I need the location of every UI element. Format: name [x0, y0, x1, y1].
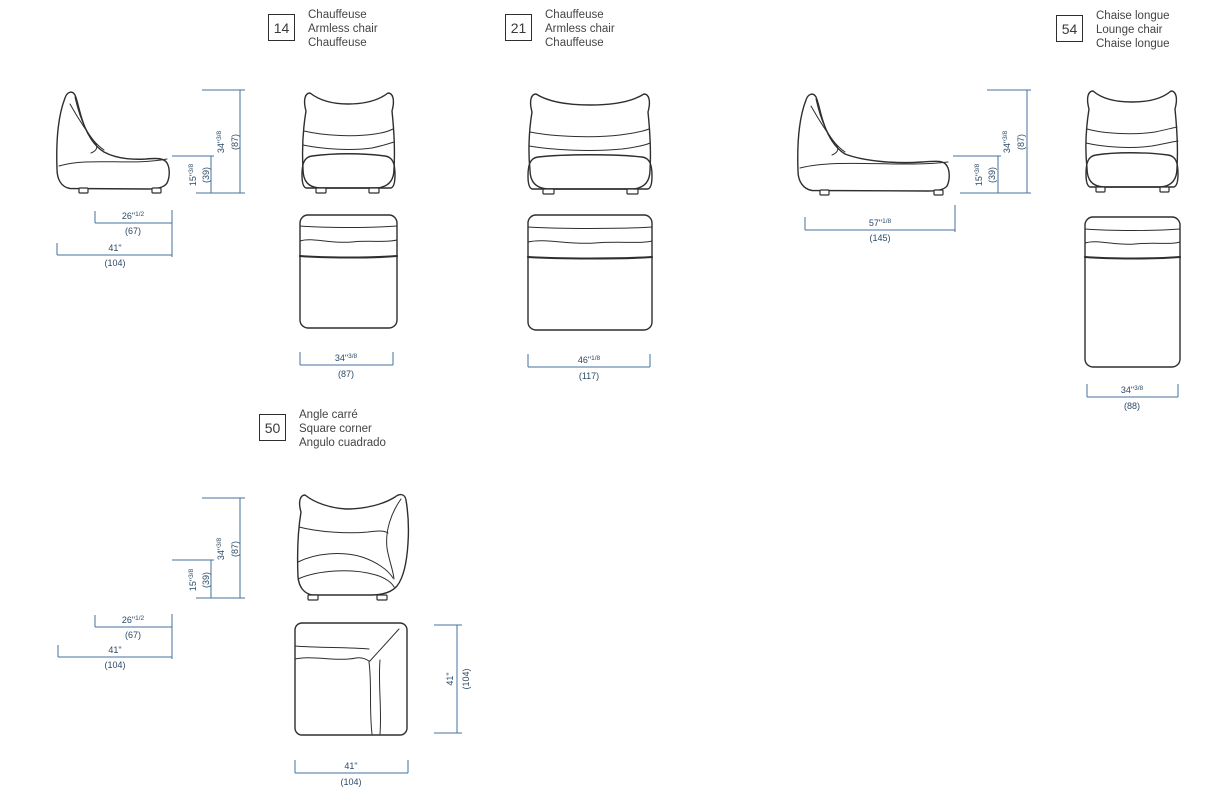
product-14-top-view — [298, 214, 399, 329]
product-21-code-box: 21 — [505, 14, 532, 41]
svg-text:46"1/8: 46"1/8 — [578, 355, 601, 365]
product-50-front-view — [296, 493, 410, 601]
svg-text:15"3/8: 15"3/8 — [974, 163, 984, 186]
product-21-front-view — [527, 93, 653, 195]
product-54-code-box: 54 — [1056, 15, 1083, 42]
dim-14-width: 34"3/8 (87) — [299, 352, 394, 379]
svg-text:(104): (104) — [104, 258, 125, 268]
dim-50-top-width: 41" (104) — [294, 760, 409, 787]
svg-text:(104): (104) — [461, 668, 471, 689]
product-50-name-en: Square corner — [299, 423, 372, 435]
product-21-names: Chauffeuse Armless chair Chauffeuse — [545, 7, 615, 50]
dim-14-seat-height: 15"3/8 (39) — [172, 155, 214, 193]
svg-text:41": 41" — [108, 645, 121, 655]
svg-text:(39): (39) — [201, 572, 211, 588]
product-21-name-fr: Chauffeuse — [545, 9, 604, 21]
product-50-dimensions: 34"3/8 (87) 15"3/8 (39) 26"1/2 (67) 41" … — [57, 497, 471, 787]
dim-14-height: 34"3/8 (87) — [196, 89, 245, 194]
svg-text:34"3/8: 34"3/8 — [216, 130, 226, 153]
product-14-side-view — [56, 91, 170, 194]
product-50-drawings: 34"3/8 (87) 15"3/8 (39) 26"1/2 (67) 41" … — [57, 493, 471, 787]
product-14-names: Chauffeuse Armless chair Chauffeuse — [308, 7, 378, 50]
svg-text:(39): (39) — [201, 167, 211, 183]
dim-50-top-depth: 41" (104) — [434, 624, 471, 734]
dim-14-depth: 41" (104) — [56, 243, 172, 268]
dim-21-width: 46"1/8 (117) — [527, 354, 651, 381]
product-54-drawings: 34"3/8 (87) 15"3/8 (39) 57"1/8 (145) 34"… — [797, 89, 1182, 411]
product-54-side-view — [797, 93, 950, 196]
svg-text:26"1/2: 26"1/2 — [122, 211, 145, 221]
svg-text:(87): (87) — [230, 134, 240, 150]
svg-text:15"3/8: 15"3/8 — [188, 568, 198, 591]
svg-text:(117): (117) — [579, 371, 599, 381]
product-21-dimensions: 46"1/8 (117) — [527, 354, 651, 381]
product-21-label: 21 Chauffeuse Armless chair Chauffeuse — [505, 7, 615, 50]
svg-text:34"3/8: 34"3/8 — [1121, 385, 1144, 395]
svg-text:41": 41" — [445, 672, 455, 685]
dim-54-height: 34"3/8 (87) — [960, 89, 1031, 194]
product-50-code-box: 50 — [259, 414, 286, 441]
product-54-top-view — [1083, 216, 1182, 368]
product-54-label: 54 Chaise longue Lounge chair Chaise lon… — [1056, 8, 1170, 51]
svg-text:(145): (145) — [869, 233, 890, 243]
product-50-names: Angle carré Square corner Angulo cuadrad… — [299, 407, 386, 450]
product-14-dimensions: 34"3/8 (87) 15"3/8 (39) 26"1/2 (67) — [56, 89, 394, 379]
svg-text:34"3/8: 34"3/8 — [216, 537, 226, 560]
svg-text:(87): (87) — [338, 369, 354, 379]
dim-54-seat-height: 15"3/8 (39) — [953, 155, 1001, 193]
product-21-name-es: Chauffeuse — [545, 37, 604, 49]
svg-text:26"1/2: 26"1/2 — [122, 615, 145, 625]
product-14-code-box: 14 — [268, 14, 295, 41]
product-54-dimensions: 34"3/8 (87) 15"3/8 (39) 57"1/8 (145) 34"… — [804, 89, 1179, 411]
dim-54-width: 34"3/8 (88) — [1086, 384, 1179, 411]
product-21-drawings: 46"1/8 (117) — [526, 93, 654, 381]
product-21-top-view — [526, 214, 654, 331]
svg-text:34"3/8: 34"3/8 — [1002, 130, 1012, 153]
product-54-name-fr: Chaise longue — [1096, 10, 1170, 22]
dim-50-height: 34"3/8 (87) — [196, 497, 245, 599]
dim-50-seat-height: 15"3/8 (39) — [172, 559, 214, 598]
svg-text:41": 41" — [344, 761, 357, 771]
product-14-label: 14 Chauffeuse Armless chair Chauffeuse — [268, 7, 378, 50]
product-14-name-fr: Chauffeuse — [308, 9, 367, 21]
product-14-front-view — [301, 92, 396, 194]
product-50-name-fr: Angle carré — [299, 409, 358, 421]
product-14-name-en: Armless chair — [308, 23, 378, 35]
svg-text:(88): (88) — [1124, 401, 1140, 411]
product-14-drawings: 34"3/8 (87) 15"3/8 (39) 26"1/2 (67) — [56, 89, 399, 379]
product-54-names: Chaise longue Lounge chair Chaise longue — [1096, 8, 1170, 51]
product-21-name-en: Armless chair — [545, 23, 615, 35]
product-50-label: 50 Angle carré Square corner Angulo cuad… — [259, 407, 386, 450]
product-54-front-view — [1085, 90, 1179, 193]
product-50-name-es: Angulo cuadrado — [299, 437, 386, 449]
product-54-name-es: Chaise longue — [1096, 38, 1170, 50]
svg-text:(87): (87) — [230, 541, 240, 557]
svg-text:(67): (67) — [125, 226, 141, 236]
product-54-name-en: Lounge chair — [1096, 24, 1163, 36]
svg-text:57"1/8: 57"1/8 — [869, 218, 892, 228]
dim-50-seat-depth: 26"1/2 (67) — [94, 614, 173, 659]
svg-text:41": 41" — [108, 243, 121, 253]
svg-text:34"3/8: 34"3/8 — [335, 353, 358, 363]
dim-54-depth: 57"1/8 (145) — [804, 205, 956, 243]
svg-text:(104): (104) — [104, 660, 125, 670]
svg-text:15"3/8: 15"3/8 — [188, 163, 198, 186]
svg-text:(39): (39) — [987, 167, 997, 183]
svg-text:(87): (87) — [1016, 134, 1026, 150]
product-50-top-view — [294, 622, 408, 736]
dim-14-seat-depth: 26"1/2 (67) — [94, 210, 173, 257]
svg-text:(67): (67) — [125, 630, 141, 640]
product-14-name-es: Chauffeuse — [308, 37, 367, 49]
dim-50-depth: 41" (104) — [57, 645, 172, 670]
svg-text:(104): (104) — [340, 777, 361, 787]
